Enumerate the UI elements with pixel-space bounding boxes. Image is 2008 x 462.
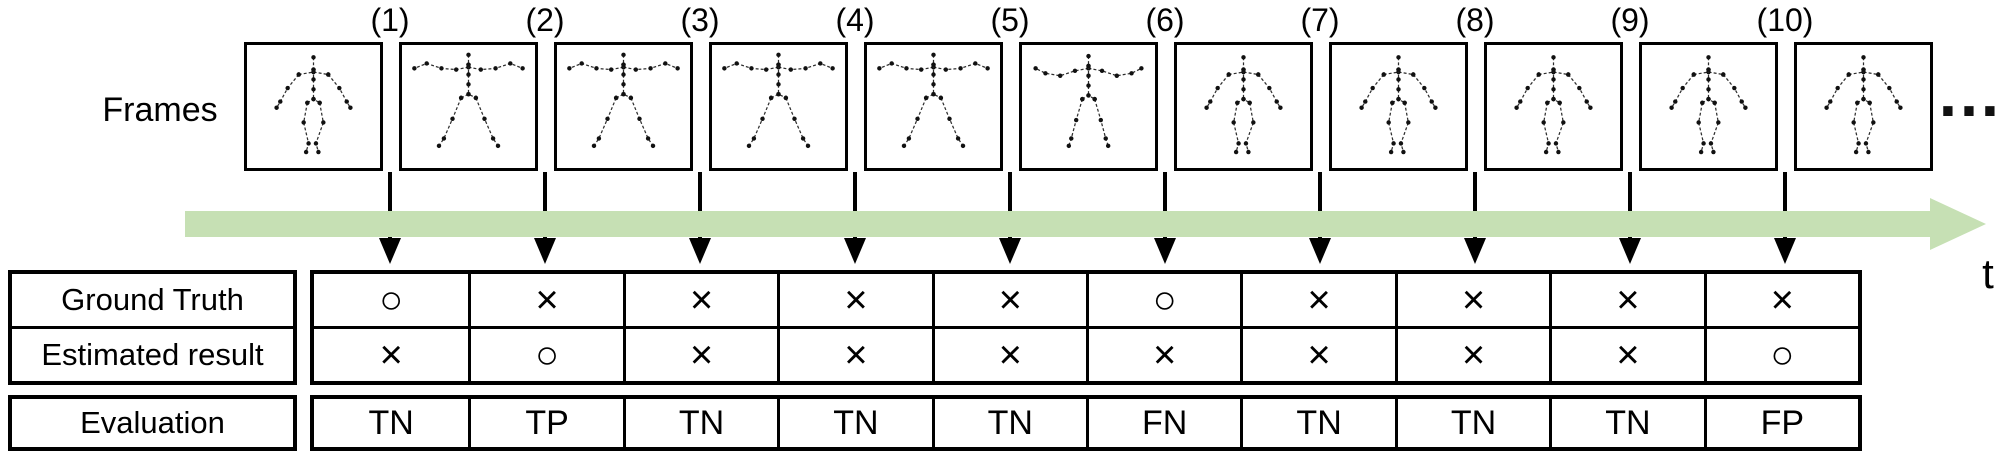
down-arrow [379, 172, 401, 264]
frame-box [709, 42, 848, 171]
frame-index-label: (4) [835, 2, 875, 38]
evaluation-cell: TN [368, 404, 414, 442]
estimated-result-row: × ○ × × × × × × × ○ [314, 326, 1858, 381]
ground-truth-cell: ○ [1085, 274, 1240, 326]
frame-index-label: (7) [1300, 2, 1340, 38]
down-arrow [1619, 172, 1641, 264]
frame-box [1019, 42, 1158, 171]
estimated-result-cell: × [1085, 329, 1240, 381]
row-header-evaluation: Evaluation [80, 405, 225, 440]
frame-box [1639, 42, 1778, 171]
frame-index-label: (8) [1455, 2, 1495, 38]
frame-box [554, 42, 693, 171]
evaluation-cell: FP [1703, 399, 1858, 447]
frame-index-label: (6) [1145, 2, 1185, 38]
ground-truth-cell: × [1703, 274, 1858, 326]
estimated-result-cell: × [1549, 329, 1703, 381]
ground-truth-cell: × [1549, 274, 1703, 326]
evaluation-cell: TN [1240, 399, 1394, 447]
row-header-ground-truth: Ground Truth [61, 282, 244, 317]
row-header-estimated-result: Estimated result [12, 326, 293, 381]
results-table: ○ × × × × ○ × × × × × ○ × × × × × × × ○ [310, 270, 1862, 385]
skeleton-figure [1514, 55, 1593, 155]
skeleton-figure [274, 55, 353, 155]
row-header-block: Ground Truth Estimated result [8, 270, 297, 385]
frame-box [399, 42, 538, 171]
frame-index-label: (1) [370, 2, 410, 38]
frame-index-label: (3) [680, 2, 720, 38]
skeleton-figure [1824, 55, 1903, 155]
evaluation-row: TN TP TN TN TN FN TN TN TN FP [314, 399, 1858, 447]
down-arrow [689, 172, 711, 264]
estimated-result-cell: × [622, 329, 777, 381]
ground-truth-cell: ○ [379, 278, 404, 322]
estimated-result-cell: × [379, 333, 403, 377]
estimated-result-cell: × [1240, 329, 1394, 381]
frame-index-label: (2) [525, 2, 565, 38]
skeleton-figure [1359, 55, 1438, 155]
down-arrow [1154, 172, 1176, 264]
ground-truth-row: ○ × × × × ○ × × × × [314, 274, 1858, 326]
frame-index-label: (9) [1610, 2, 1650, 38]
evaluation-cell: FN [1085, 399, 1240, 447]
evaluation-header-block: Evaluation [8, 395, 297, 451]
frame-index-label: (5) [990, 2, 1030, 38]
estimated-result-cell: ○ [468, 329, 622, 381]
ground-truth-cell: × [1394, 274, 1549, 326]
frame-index-label: (10) [1756, 2, 1814, 38]
ellipsis: … [1936, 56, 2002, 130]
frame-box [1174, 42, 1313, 171]
skeleton-figure [722, 52, 835, 149]
evaluation-table: TN TP TN TN TN FN TN TN TN FP [310, 395, 1862, 451]
estimated-result-cell: × [931, 329, 1086, 381]
down-arrow [534, 172, 556, 264]
frames-label: Frames [102, 91, 218, 129]
evaluation-cell: TN [622, 399, 777, 447]
frame-box [1794, 42, 1933, 171]
skeleton-figure [1204, 55, 1283, 155]
ground-truth-cell: × [931, 274, 1086, 326]
timeline-arrow-band [185, 211, 1930, 237]
down-arrow [1774, 172, 1796, 264]
evaluation-cell: TN [1394, 399, 1549, 447]
evaluation-cell: TP [468, 399, 622, 447]
down-arrow [999, 172, 1021, 264]
evaluation-cell: TN [1549, 399, 1703, 447]
ground-truth-cell: × [777, 274, 931, 326]
down-arrow [1309, 172, 1331, 264]
skeleton-figure [412, 52, 525, 149]
estimated-result-cell: × [777, 329, 931, 381]
frame-box [1484, 42, 1623, 171]
down-arrow [1464, 172, 1486, 264]
estimated-result-cell: × [1394, 329, 1549, 381]
skeleton-figure [567, 52, 680, 149]
evaluation-cell: TN [777, 399, 931, 447]
ground-truth-cell: × [468, 274, 622, 326]
frame-box [864, 42, 1003, 171]
skeleton-figure [877, 52, 990, 149]
down-arrow [844, 172, 866, 264]
frame-box [244, 42, 383, 171]
ground-truth-cell: × [622, 274, 777, 326]
time-axis-label: t [1982, 250, 1994, 297]
skeleton-figure [1669, 55, 1748, 155]
evaluation-cell: TN [931, 399, 1086, 447]
frame-box [1329, 42, 1468, 171]
skeleton-figure [1033, 53, 1144, 149]
timeline-arrowhead-icon [1930, 198, 1986, 250]
ground-truth-cell: × [1240, 274, 1394, 326]
estimated-result-cell: ○ [1703, 329, 1858, 381]
